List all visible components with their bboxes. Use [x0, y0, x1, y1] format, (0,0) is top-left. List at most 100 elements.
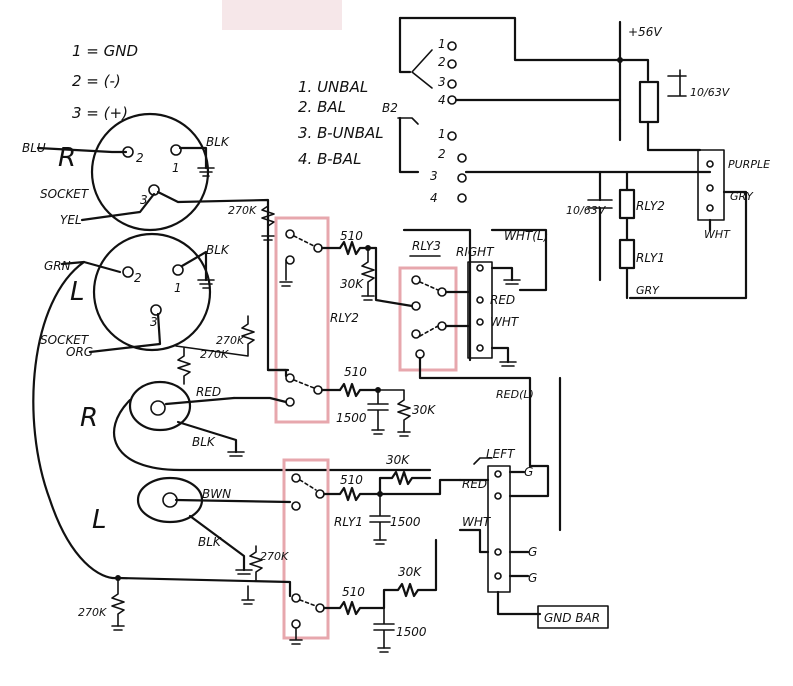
r510-a-label: 510 [340, 229, 363, 243]
l-socket-pin2: 2 [134, 271, 142, 285]
right-label: RIGHT [456, 245, 495, 259]
rotary-switch: 1 2 3 4 B2 1 2 3 4 [382, 16, 712, 205]
rly3-label: RLY3 [412, 239, 441, 253]
l-jack-bwn: BWN [202, 487, 231, 501]
wire-gry-right: GRY [730, 190, 754, 203]
rly1-highlight [282, 458, 330, 640]
wire-grn: GRN [44, 259, 71, 273]
left-g1: G [524, 465, 533, 479]
legend-pin-2: 2 = (-) [72, 72, 121, 90]
wire-gry-coil: GRY [636, 284, 660, 297]
coil-rly2: RLY2 [636, 199, 665, 213]
left-g2: G [528, 545, 537, 559]
r-socket-label: SOCKET [40, 187, 90, 201]
wire-blu: BLU [22, 141, 46, 155]
l-jack-blk: BLK [198, 535, 222, 549]
r510-d-label: 510 [342, 585, 365, 599]
r-socket-pin1: 1 [172, 161, 180, 175]
r270k-e-label: 270K [78, 606, 107, 619]
r510-b-label: 510 [344, 365, 367, 379]
mode-1: 1. UNBAL [298, 78, 368, 96]
rly2-contacts: 510 30K RLY2 510 [232, 229, 381, 407]
r-jack-blk: BLK [192, 435, 216, 449]
sw-b-3: 3 [430, 169, 438, 183]
r-socket-pin3: 3 [140, 193, 148, 207]
r-socket: R SOCKET 2 1 3 BLU BLK YEL [22, 112, 290, 372]
rly3-contacts: RLY3 [374, 228, 532, 468]
rly1-contacts: 510 RLY1 510 [289, 473, 386, 645]
rly2-label: RLY2 [330, 311, 359, 325]
background-tint [222, 0, 342, 30]
coil-cap-label: 10/63V [566, 204, 607, 217]
r1500-b-label: 1500 [390, 515, 421, 529]
supply-cap: 10/63V [690, 86, 731, 99]
wht-l-label: WHT(L) [504, 229, 548, 243]
right-wht: WHT [490, 315, 520, 329]
coil-rly1: RLY1 [636, 251, 665, 265]
r30k-c-label: 30K [386, 453, 410, 467]
l-socket-pin3: 3 [150, 315, 158, 329]
right-red: RED [490, 293, 515, 307]
l-socket-letter: L [70, 277, 85, 307]
wire-yel: YEL [60, 213, 82, 227]
gnd-bar: GND BAR [537, 605, 609, 629]
mode-2: 2. BAL [298, 98, 346, 116]
gnd-bar-label: GND BAR [544, 611, 600, 625]
r-jack-letter: R [80, 403, 98, 433]
r270k-a-label: 270K [228, 204, 257, 217]
l-jack-letter: L [92, 505, 107, 535]
r270k-c-label: 270K [200, 348, 229, 361]
red-l-label: RED(L) [496, 388, 534, 401]
legend-pin-3: 3 = (+) [72, 104, 128, 122]
sw-a-4: 4 [438, 93, 446, 107]
sw-b-4: 4 [430, 191, 438, 205]
legend-pin-1: 1 = GND [72, 42, 138, 60]
switch-b2: B2 [382, 101, 398, 115]
r510-c-label: 510 [340, 473, 363, 487]
wire-wht-top: WHT [704, 228, 731, 241]
mode-3: 3. B-UNBAL [298, 124, 384, 142]
left-g3: G [528, 571, 537, 585]
l-filter: 1500 30K 1500 30K [369, 453, 462, 653]
left-connector: LEFT G G G RED WHT [458, 376, 562, 616]
wire-blk-r: BLK [206, 135, 230, 149]
r1500-a-label: 1500 [336, 411, 367, 425]
r-jack: R RED BLK [80, 380, 432, 472]
r30k-b-label: 30K [412, 403, 436, 417]
r1500-c-label: 1500 [396, 625, 427, 639]
r-socket-pin2: 2 [136, 151, 144, 165]
right-connector: RIGHT WHT(L) RED WHT RED(L) [456, 228, 548, 401]
relay-coils: 10/63V RLY2 RLY1 GRY [566, 170, 665, 300]
r30k-d-label: 30K [398, 565, 422, 579]
l-socket: L SOCKET 2 1 3 GRN BLK ORG [32, 232, 230, 580]
pin-legend: 1 = GND 2 = (-) 3 = (+) [72, 42, 138, 122]
l-jack: L BWN BLK 270K [92, 476, 292, 605]
l-socket-label: SOCKET [40, 333, 90, 347]
sw-a-1: 1 [438, 37, 446, 51]
mode-legend: 1. UNBAL 2. BAL 3. B-UNBAL 4. B-BAL [298, 78, 384, 168]
sw-b-2: 2 [438, 147, 446, 161]
wire-org: ORG [66, 345, 93, 359]
wire-purple: PURPLE [728, 158, 770, 171]
rly2-highlight [274, 216, 330, 424]
rly1-label: RLY1 [334, 515, 363, 529]
left-wht: WHT [462, 515, 492, 529]
r270k-b-label: 270K [216, 334, 245, 347]
mode-4: 4. B-BAL [298, 150, 361, 168]
supply-label: +56V [628, 25, 662, 39]
resistor-270k-e: 270K [78, 575, 125, 631]
relay-connector: PURPLE GRY WHT [628, 149, 770, 300]
sw-a-3: 3 [438, 75, 446, 89]
resistor-270k-a: 270K [228, 199, 275, 241]
r270k-d-label: 270K [260, 550, 289, 563]
l-socket-pin1: 1 [174, 281, 182, 295]
rly3-highlight [398, 266, 458, 372]
sw-a-2: 2 [438, 55, 446, 69]
r-socket-letter: R [58, 143, 76, 173]
resistor-270k-b: 270K [175, 315, 255, 357]
wire-blk-l: BLK [206, 243, 230, 257]
r-jack-red: RED [196, 385, 221, 399]
r-filter: 1500 30K [336, 389, 436, 437]
supply-section: +56V 10/63V [617, 20, 731, 152]
